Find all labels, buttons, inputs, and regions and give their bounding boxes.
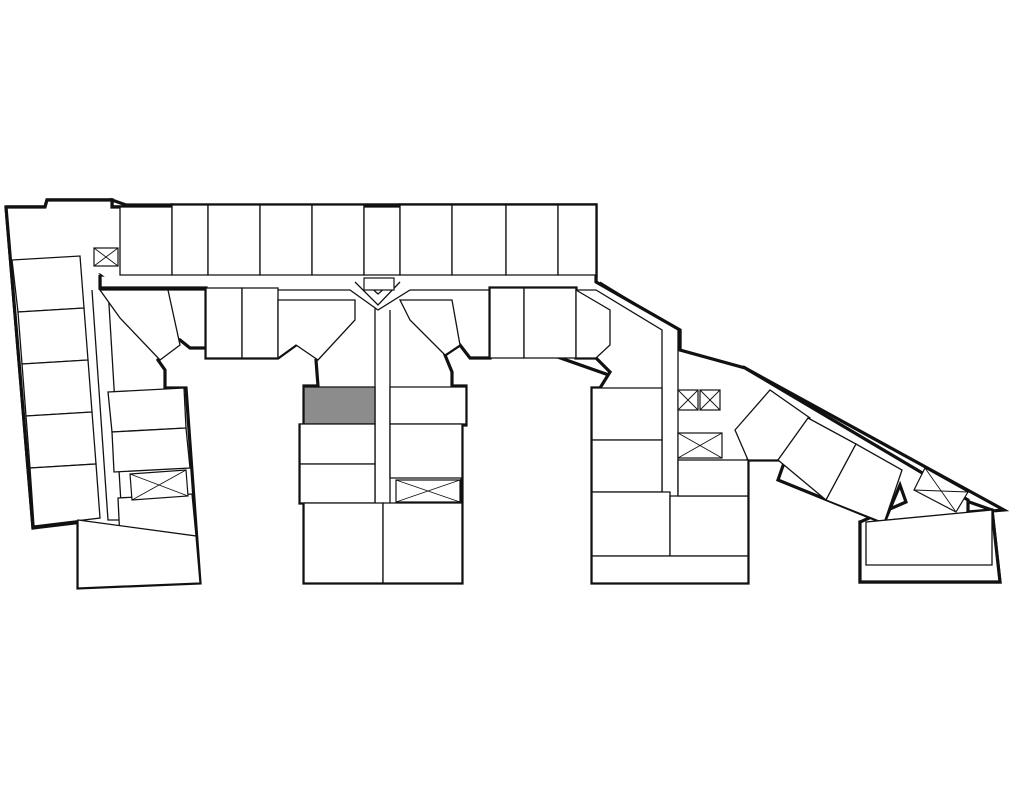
unit[interactable] (677, 459, 749, 497)
unit[interactable] (98, 289, 181, 361)
unit[interactable] (111, 427, 191, 473)
unit[interactable] (451, 204, 507, 276)
unit[interactable] (557, 204, 597, 276)
elevator-core (677, 389, 699, 411)
unit[interactable] (21, 359, 93, 417)
unit[interactable] (489, 287, 525, 359)
unit[interactable] (669, 495, 749, 557)
unit[interactable] (171, 204, 209, 276)
unit[interactable] (29, 463, 101, 527)
unit[interactable] (591, 387, 663, 441)
unit[interactable] (865, 509, 993, 566)
unit[interactable] (11, 255, 85, 313)
unit[interactable] (17, 307, 89, 365)
unit[interactable] (389, 423, 463, 479)
unit[interactable] (591, 555, 749, 584)
unit[interactable] (505, 204, 559, 276)
unit[interactable] (523, 287, 577, 359)
unit[interactable] (389, 386, 467, 425)
unit[interactable] (241, 287, 279, 359)
unit[interactable] (591, 439, 663, 493)
elevator-core (913, 467, 969, 513)
elevator-core (363, 277, 395, 291)
unit[interactable] (277, 299, 356, 361)
unit[interactable] (107, 387, 187, 433)
unit[interactable] (303, 502, 384, 584)
unit[interactable] (825, 443, 903, 524)
unit[interactable] (382, 502, 463, 584)
unit[interactable] (591, 491, 671, 557)
unit[interactable] (399, 204, 453, 276)
elevator-core (129, 469, 189, 501)
unit[interactable] (398, 299, 461, 356)
cores (93, 247, 969, 513)
unit[interactable] (259, 204, 313, 276)
unit[interactable] (207, 204, 261, 276)
unit[interactable] (25, 411, 97, 469)
unit[interactable] (299, 423, 376, 465)
elevator-core (93, 247, 119, 267)
unit[interactable] (77, 519, 201, 589)
unit-selected[interactable] (303, 386, 376, 425)
elevator-core (699, 389, 721, 411)
unit[interactable] (363, 206, 401, 276)
unit[interactable] (119, 206, 173, 276)
elevator-core (395, 479, 461, 503)
unit[interactable] (205, 287, 243, 359)
units (11, 204, 993, 589)
elevator-core (677, 432, 723, 459)
unit[interactable] (575, 288, 611, 359)
unit[interactable] (311, 204, 365, 276)
unit[interactable] (299, 463, 376, 504)
